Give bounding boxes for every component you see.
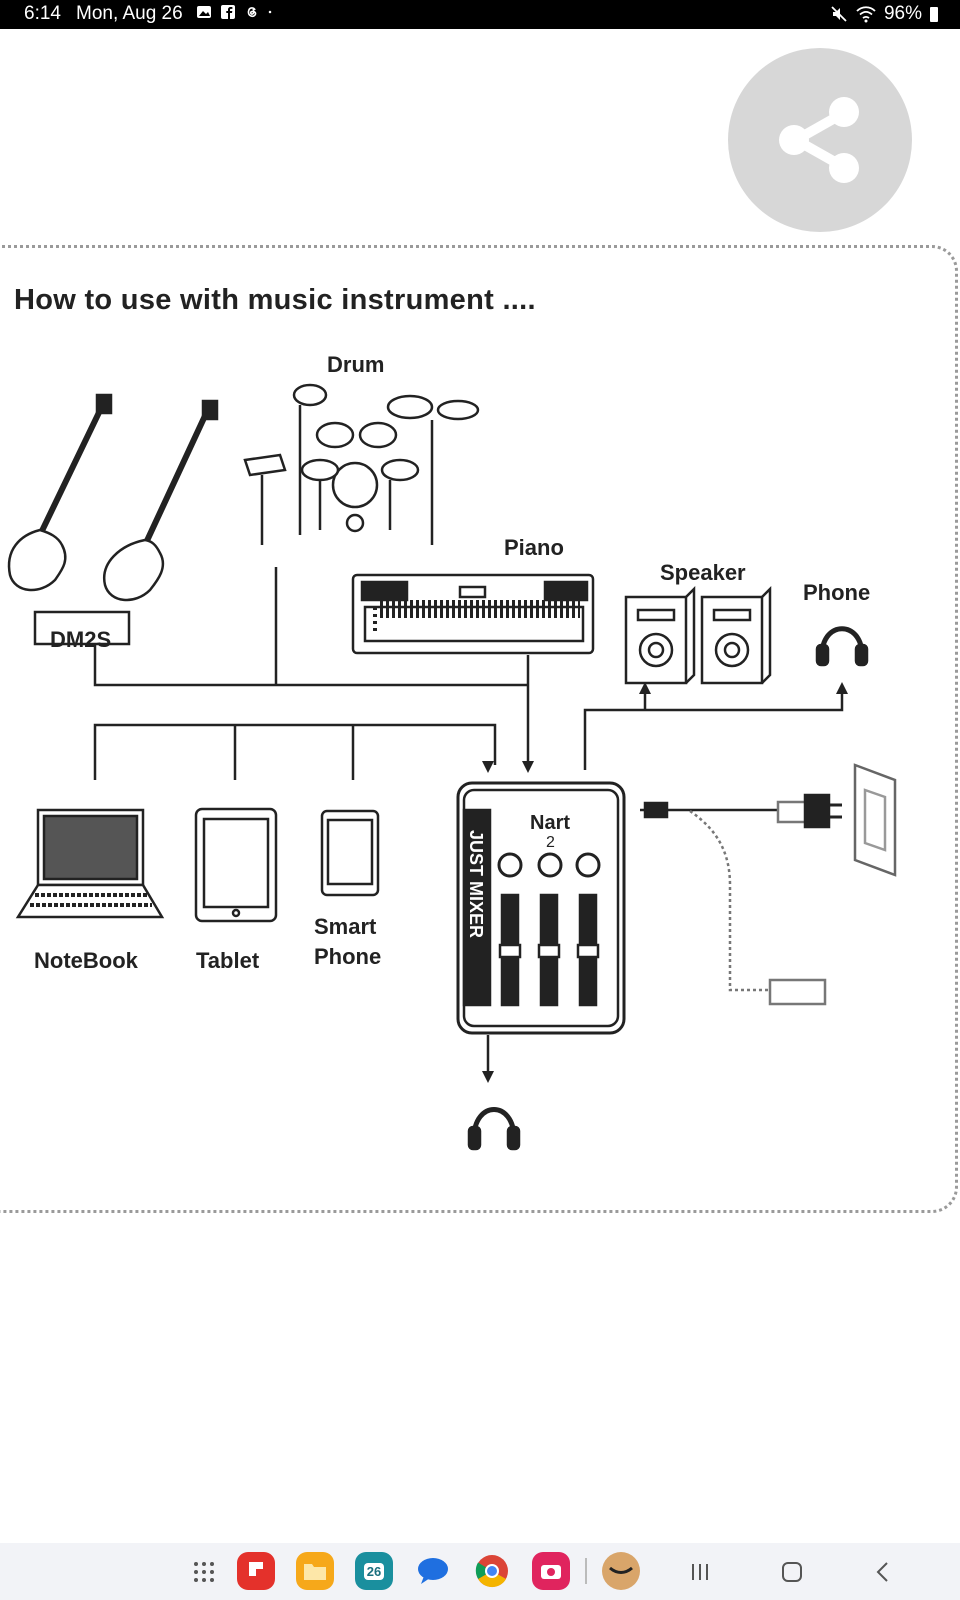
recent-apps-button[interactable] <box>683 1555 717 1589</box>
app-drawer-icon[interactable] <box>193 1561 215 1583</box>
headphones-icon <box>815 626 869 667</box>
messages-app-icon[interactable] <box>414 1552 452 1590</box>
notification-icons <box>196 4 276 20</box>
battery-icon <box>930 6 938 22</box>
status-right: 96% <box>830 3 938 25</box>
wifi-icon <box>856 6 876 23</box>
mute-icon <box>831 6 847 22</box>
mixer-brand-label: Nart <box>530 812 571 834</box>
status-time: 6:14 <box>24 3 61 24</box>
mixer-device-icon <box>456 781 626 1035</box>
headphones-icon <box>467 1107 521 1151</box>
smartphone-icon <box>320 809 380 897</box>
laptop-icon <box>15 808 165 919</box>
dot-icon <box>268 10 272 14</box>
home-button[interactable] <box>775 1555 809 1589</box>
mixer-model-label: 2 <box>546 834 555 851</box>
guitar-icon <box>7 393 113 592</box>
status-bar: 6:14 Mon, Aug 26 96% <box>0 0 960 29</box>
mixer-name-label: JUST MIXER <box>466 830 486 939</box>
files-app-icon[interactable] <box>296 1552 334 1590</box>
diagram-title: How to use with music instrument .... <box>14 284 536 316</box>
calendar-app-icon[interactable]: 26 <box>355 1552 393 1590</box>
phone-label: Phone <box>803 580 871 605</box>
usb-cable-icon <box>643 763 897 877</box>
amazon-app-icon[interactable] <box>602 1552 640 1590</box>
back-button[interactable] <box>866 1555 900 1589</box>
battery-percent: 96% <box>883 3 922 24</box>
drum-label: Drum <box>327 352 385 377</box>
speaker-label: Speaker <box>660 560 746 585</box>
chrome-app-icon[interactable] <box>473 1552 511 1590</box>
piano-label: Piano <box>504 535 564 560</box>
dm2s-label: DM2S <box>50 627 112 652</box>
diagram-frame <box>0 245 958 1213</box>
guitar-icon <box>102 399 219 602</box>
tablet-label: Tablet <box>196 948 260 973</box>
navigation-bar: 26 <box>0 1543 960 1600</box>
connection-diagram <box>7 383 897 1151</box>
recent-apps-icon <box>692 1564 708 1580</box>
flipboard-app-icon[interactable] <box>237 1552 275 1590</box>
share-button[interactable] <box>728 48 912 232</box>
camera-app-icon[interactable] <box>532 1552 570 1590</box>
usb-plug-icon <box>768 978 827 1006</box>
tablet-icon <box>194 807 278 923</box>
notebook-label: NoteBook <box>34 948 138 973</box>
home-icon <box>782 1562 802 1582</box>
calendar-app-date: 26 <box>363 1562 385 1580</box>
piano-icon <box>351 573 595 655</box>
back-icon <box>876 1562 888 1582</box>
nav-divider <box>585 1558 587 1584</box>
facebook-icon <box>221 5 235 19</box>
smart-phone-label: Phone <box>314 944 382 969</box>
share-icon <box>779 97 859 183</box>
drum-kit-icon <box>243 383 480 545</box>
speaker-icon <box>700 585 772 685</box>
threads-icon <box>247 7 257 17</box>
speaker-icon <box>624 585 696 685</box>
status-date: Mon, Aug 26 <box>76 3 183 24</box>
smart-label: Smart <box>314 914 377 939</box>
gallery-icon <box>197 6 211 18</box>
